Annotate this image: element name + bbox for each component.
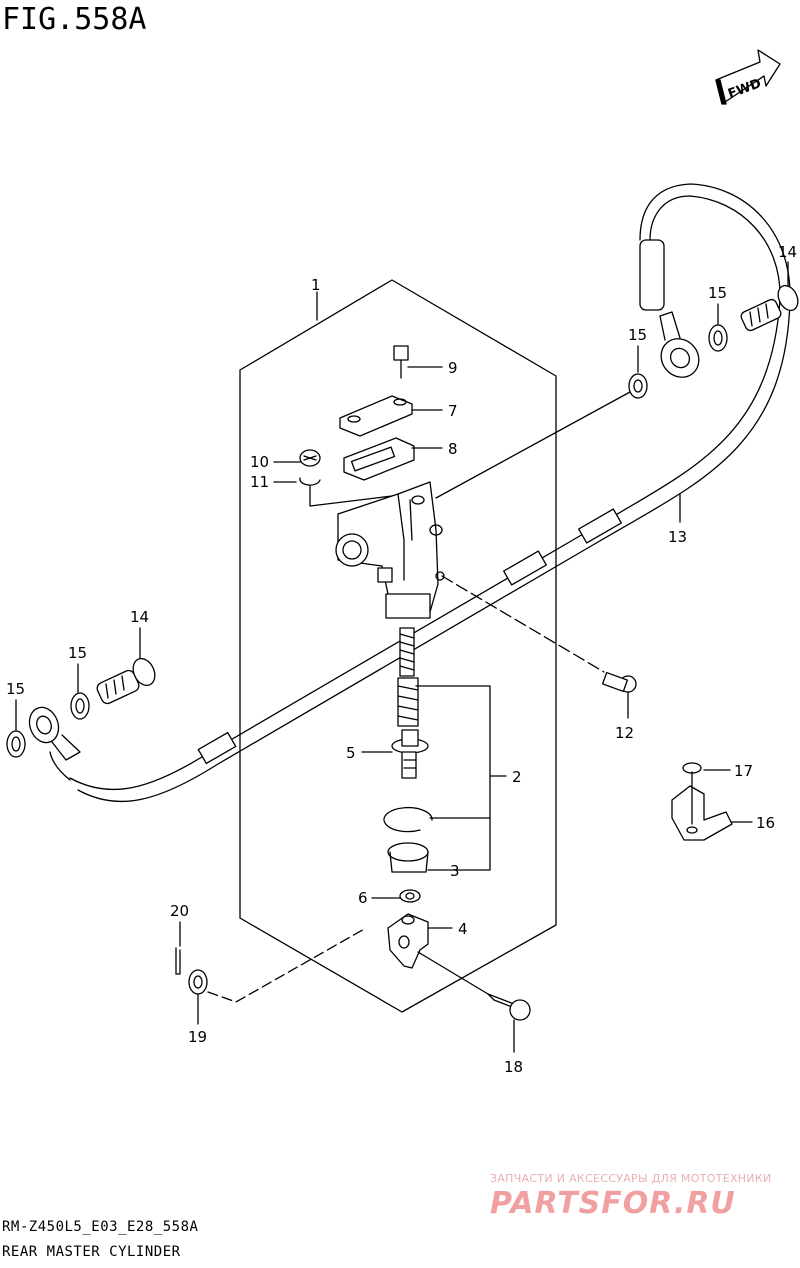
- mounting-screw: [601, 671, 637, 693]
- fwd-arrow-icon: FWD: [715, 49, 781, 105]
- callout-11: 11: [250, 473, 269, 491]
- callout-7: 7: [448, 402, 458, 420]
- cotter-pin: [175, 947, 181, 975]
- callout-19: 19: [188, 1028, 207, 1046]
- figure-name: REAR MASTER CYLINDER: [2, 1244, 181, 1260]
- callout-15-c: 15: [708, 284, 727, 302]
- hose-clamp: [671, 785, 733, 841]
- piston-spring: [397, 627, 419, 727]
- banjo-fitting-right: [659, 311, 700, 378]
- callout-8: 8: [448, 440, 458, 458]
- union-bolt-left: [96, 657, 156, 705]
- callout-14-right: 14: [778, 243, 797, 261]
- union-bolt-right: [740, 284, 799, 332]
- diaphragm-plate: [343, 437, 415, 481]
- callout-14-left: 14: [130, 608, 149, 626]
- callout-20: 20: [170, 902, 189, 920]
- clamp-screw: [682, 762, 702, 825]
- callout-16: 16: [756, 814, 775, 832]
- callout-12: 12: [615, 724, 634, 742]
- callout-1: 1: [311, 276, 321, 294]
- callout-10: 10: [250, 453, 269, 471]
- master-cylinder-body: [335, 481, 445, 619]
- dust-boot: [387, 842, 429, 873]
- callout-15-a: 15: [68, 644, 87, 662]
- banjo-fitting-left: [28, 706, 81, 761]
- watermark-logo: PARTSFOR.RU: [490, 1186, 736, 1221]
- figure-code: RM-Z450L5_E03_E28_558A: [2, 1219, 199, 1235]
- callout-2: 2: [512, 768, 522, 786]
- screw-9: [393, 345, 409, 379]
- clevis: [387, 913, 429, 969]
- callout-4: 4: [458, 920, 468, 938]
- callout-15-d: 15: [628, 326, 647, 344]
- callout-3: 3: [450, 862, 460, 880]
- callout-15-b: 15: [6, 680, 25, 698]
- callout-leaders: [15, 261, 789, 1053]
- callout-18: 18: [504, 1058, 523, 1076]
- reservoir-cap: [339, 395, 413, 437]
- callout-9: 9: [448, 359, 458, 377]
- callout-13: 13: [668, 528, 687, 546]
- clevis-pin: [417, 951, 531, 1021]
- figure-title: FIG.558A: [2, 2, 147, 37]
- watermark-tagline: ЗАПЧАСТИ И АКСЕССУАРЫ ДЛЯ МОТОТЕХНИКИ: [490, 1172, 772, 1185]
- callout-6: 6: [358, 889, 368, 907]
- small-oring: [299, 477, 321, 486]
- gasket-washer: [6, 324, 728, 758]
- brake-hose: [49, 183, 791, 803]
- assembly-outline: [239, 279, 557, 1013]
- lock-nut: [399, 889, 421, 903]
- plain-washer: [188, 969, 208, 995]
- callout-17: 17: [734, 762, 753, 780]
- callout-5: 5: [346, 744, 356, 762]
- push-rod: [391, 729, 429, 779]
- circlip: [383, 806, 433, 833]
